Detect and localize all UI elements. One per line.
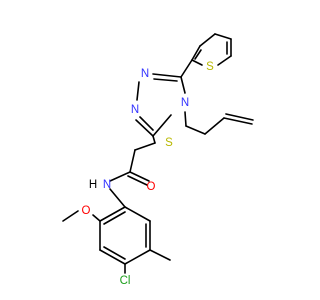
thioether-sulfur-label: S [165,137,173,149]
bond [135,119,154,137]
bond [217,55,232,66]
thiophene-sulfur-label: S [206,61,214,73]
bond [185,125,206,135]
bond [191,59,203,66]
bond [62,210,79,222]
bond [191,45,201,61]
bond [136,81,140,101]
triazole-n4-label: N [181,97,189,109]
bond [129,171,150,182]
bond [127,175,148,186]
bond [214,33,232,40]
triazole-n2-label: N [131,104,139,116]
bond [184,111,187,127]
bond [223,117,253,125]
atom-labels: S N N N S O N H O Cl [82,61,215,287]
bond [103,211,126,225]
bond [149,249,171,261]
bond [152,114,172,137]
bond [139,116,154,131]
carbonyl-oxygen-label: O [147,181,156,193]
bond [225,113,254,121]
bond [180,59,193,78]
bond [194,49,202,60]
bond [92,214,101,222]
bond [134,142,156,151]
bond [109,171,131,182]
chlorine-label: Cl [120,275,131,287]
bond [124,249,151,265]
amide-nitrogen-label: N [103,179,111,191]
methoxy-oxygen-label: O [82,205,91,217]
bond [180,76,186,94]
bond [99,249,126,265]
bond [129,149,136,173]
triazole-n1-label: N [141,68,149,80]
bond [99,206,126,222]
bond [109,188,126,208]
bond [124,206,151,222]
bond [152,135,156,144]
amide-hydrogen-label: H [89,179,97,191]
bond [152,73,182,78]
bond [204,117,225,135]
bond [153,78,178,82]
bond [199,33,216,47]
molecule-structure: S N N N S O N H O Cl [62,33,254,287]
bonds [62,33,254,274]
bond [103,246,126,260]
molecule-canvas: S N N N S O N H O Cl [62,33,254,287]
